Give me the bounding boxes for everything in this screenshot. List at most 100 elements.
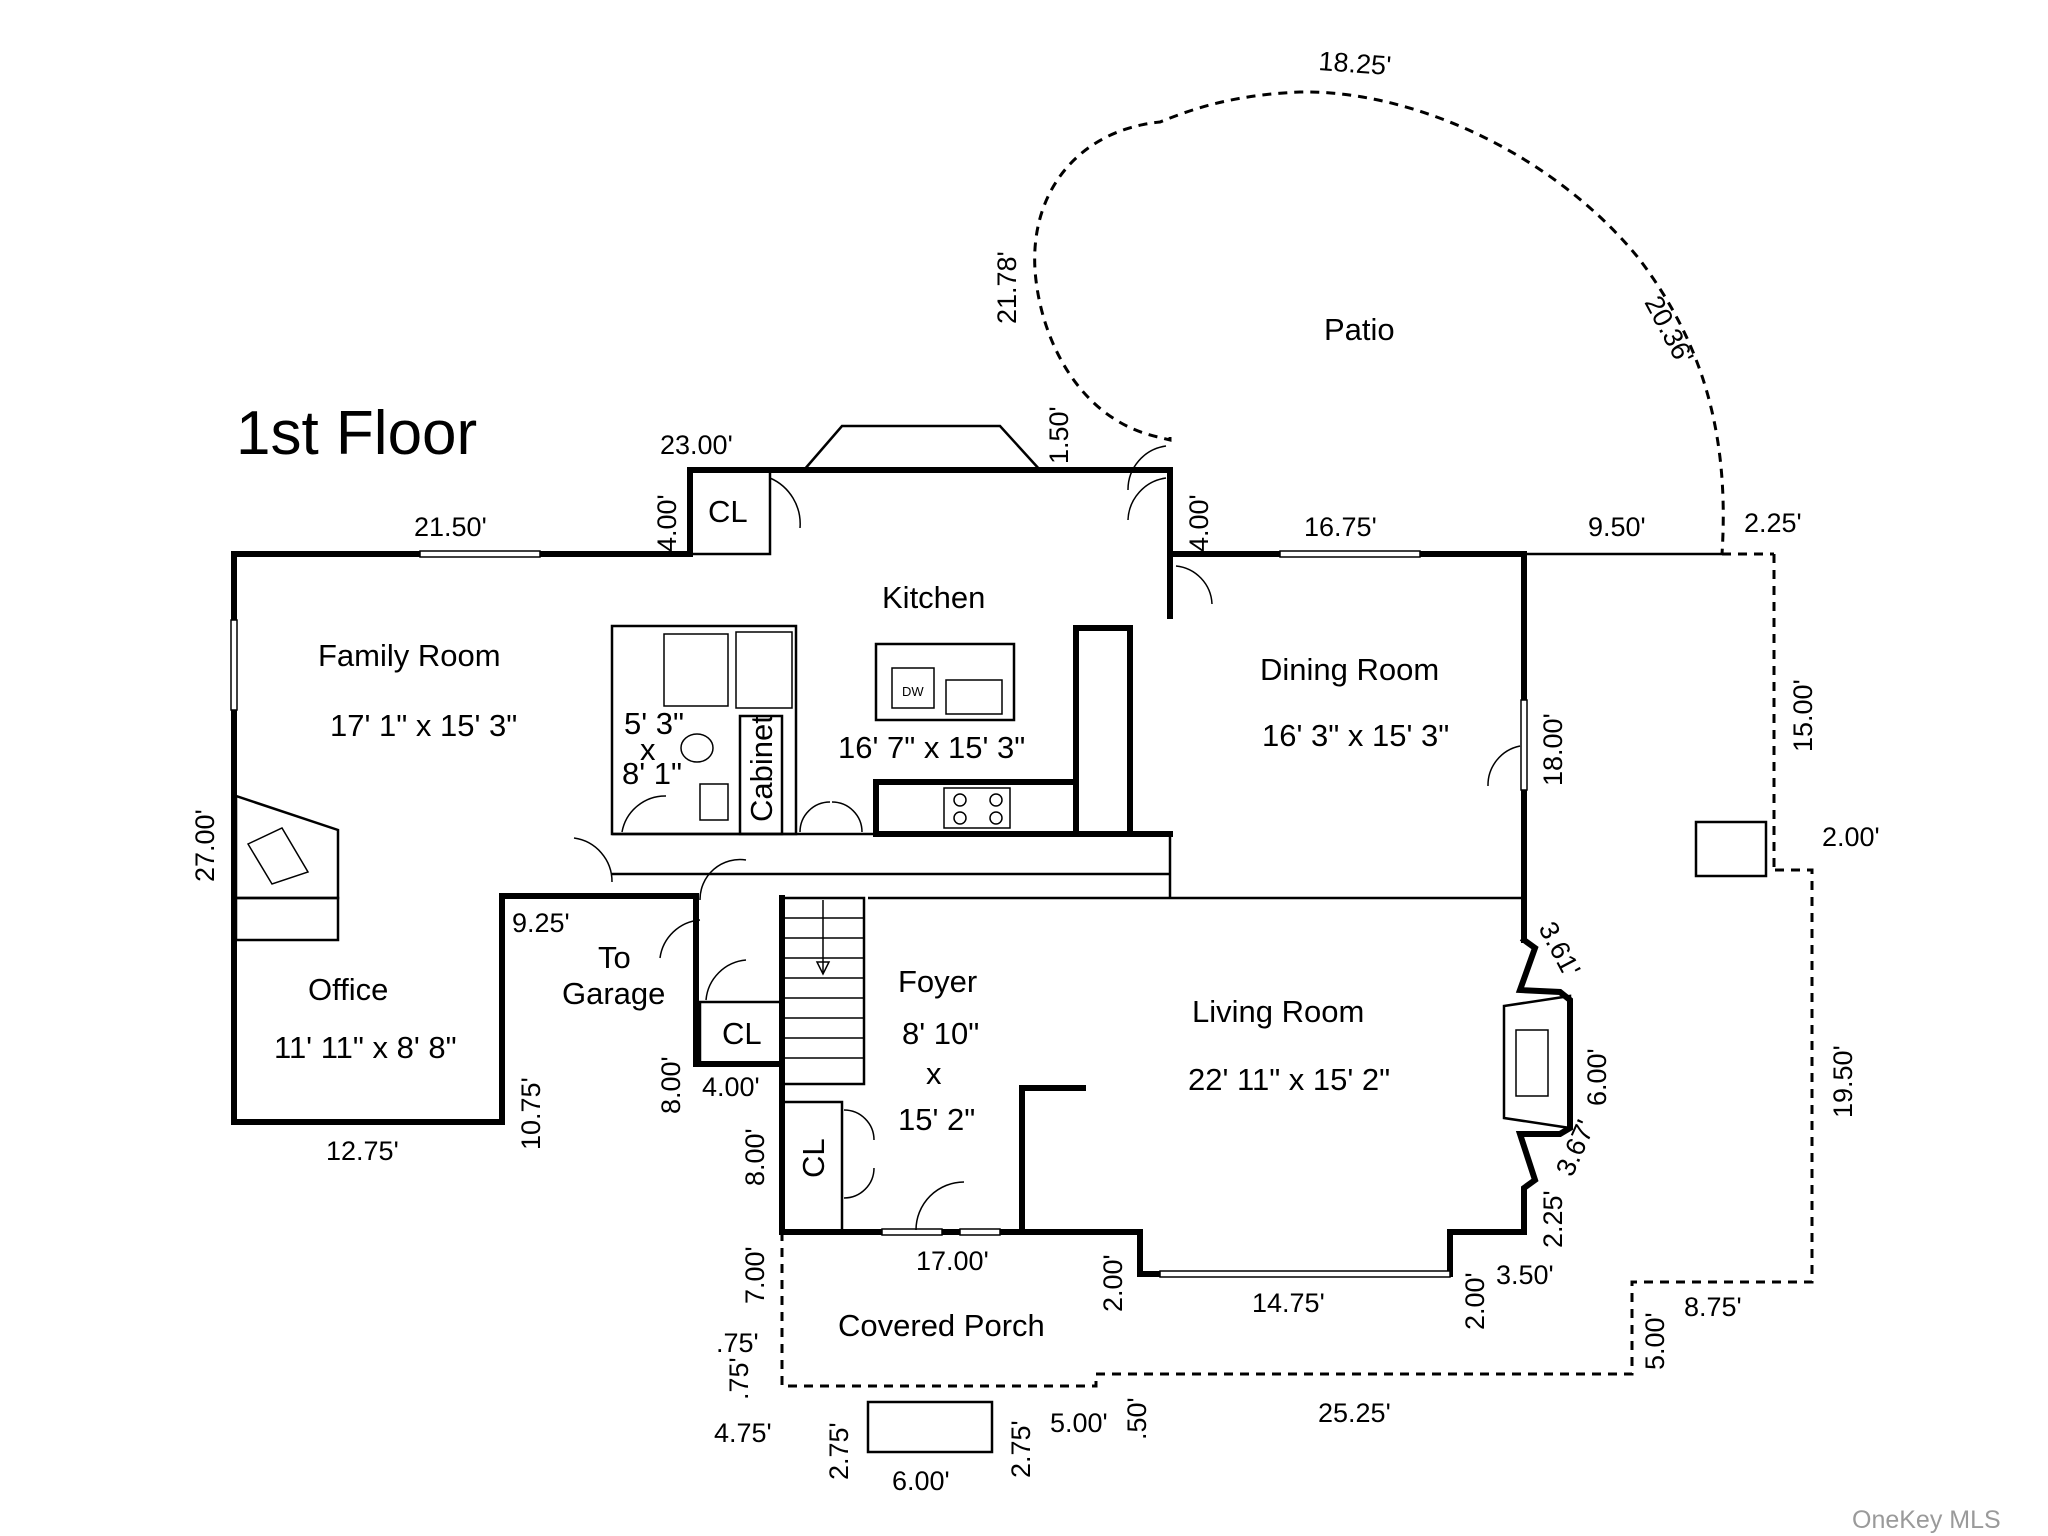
room-office: Office — [308, 972, 388, 1007]
room-foyer: Foyer — [898, 964, 977, 999]
burner — [953, 811, 967, 825]
dim-right-1950: 19.50' — [1828, 1045, 1858, 1118]
window — [419, 550, 541, 558]
wall-family-top — [231, 467, 1173, 1125]
window — [1520, 699, 1528, 791]
window — [1159, 1270, 1451, 1278]
dim-foyer-8a: 8.00' — [656, 1056, 686, 1114]
toilet — [680, 733, 714, 763]
window — [1279, 550, 1421, 558]
window — [230, 619, 238, 711]
dim-bay-6: 6.00' — [1582, 1048, 1612, 1106]
door-arc — [1127, 477, 1167, 521]
fridge — [735, 631, 793, 709]
dim-porch-050: .50' — [1122, 1397, 1152, 1440]
foyer-x: x — [926, 1056, 942, 1091]
room-dining: Dining Room — [1260, 652, 1439, 687]
island-sink — [945, 679, 1003, 715]
closet-top — [688, 468, 772, 556]
watermark: OneKey MLS — [1852, 1506, 2001, 1534]
bath-x: x — [640, 732, 656, 767]
to-label: To — [598, 940, 631, 975]
door-arc — [799, 801, 863, 833]
foyer-height: 15' 2" — [898, 1102, 975, 1137]
door-arc — [1127, 445, 1167, 491]
dw-label: DW — [902, 684, 924, 699]
dim-porch-2b: 2.00' — [1460, 1272, 1490, 1330]
room-patio: Patio — [1324, 312, 1395, 347]
dim-top-23: 23.00' — [660, 430, 733, 460]
dim-porch-075a: .75' — [716, 1328, 759, 1358]
cooktop — [943, 787, 1011, 829]
bath-width: 5' 3" — [624, 706, 684, 741]
dim-top-21: 21.50' — [414, 512, 487, 542]
wall-living-inner — [1019, 1085, 1086, 1235]
closet-mid-label: CL — [722, 1016, 762, 1051]
dim-porch-075b: .75' — [724, 1357, 754, 1400]
dim-bay-361a: 3.61' — [1533, 917, 1587, 982]
room-kitchen-size: 16' 7" x 15' 3" — [838, 730, 1025, 765]
room-dining-size: 16' 3" x 15' 3" — [1262, 718, 1449, 753]
dim-right-5: 5.00' — [1640, 1312, 1670, 1370]
dim-office-925: 9.25' — [512, 908, 570, 938]
room-living: Living Room — [1192, 994, 1364, 1029]
stair-arrow-head — [815, 961, 831, 976]
door-arc — [769, 477, 801, 529]
dim-patio-left: 21.78' — [992, 251, 1022, 324]
dim-patio-right: 20.36' — [1639, 291, 1700, 369]
dim-step-275a: 2.75' — [824, 1422, 854, 1480]
dim-patio-top: 18.25' — [1318, 46, 1393, 81]
dim-patio-step: 1.50' — [1044, 406, 1074, 464]
dim-top-1675: 16.75' — [1304, 512, 1377, 542]
closet-porch-label: CL — [796, 1138, 831, 1178]
dim-porch-17: 17.00' — [916, 1246, 989, 1276]
room-office-size: 11' 11" x 8' 8" — [274, 1030, 457, 1065]
dim-office-1275: 12.75' — [326, 1136, 399, 1166]
closet-top-label: CL — [708, 494, 748, 529]
side-step — [1694, 820, 1768, 878]
patio-outline — [1033, 90, 1725, 555]
dim-top-950: 9.50' — [1588, 512, 1646, 542]
shower — [663, 633, 729, 707]
stairs — [780, 896, 866, 1086]
wall-kitchen-island-wall — [873, 625, 1133, 837]
room-family: Family Room — [318, 638, 501, 673]
closet-porch — [780, 1100, 844, 1234]
door-arc — [573, 837, 613, 883]
bath-height: 8' 1" — [622, 756, 682, 791]
door-arc — [705, 959, 747, 1001]
room-living-size: 22' 11" x 15' 2" — [1188, 1062, 1390, 1097]
foyer-width: 8' 10" — [902, 1016, 979, 1051]
dim-cl-4b: 4.00' — [1184, 494, 1214, 552]
door-arc — [915, 1181, 965, 1231]
wall-bay — [1515, 935, 1573, 1235]
dim-right-2: 2.00' — [1822, 822, 1880, 852]
sink — [699, 783, 729, 821]
family-fireplace — [234, 794, 340, 900]
dim-step-275b: 2.75' — [1006, 1420, 1036, 1478]
door-arc — [843, 1109, 875, 1199]
page-title: 1st Floor — [236, 399, 477, 468]
door-arc — [1175, 565, 1213, 605]
burner — [989, 793, 1003, 807]
living-firebox — [1515, 1029, 1549, 1097]
door-arc — [659, 919, 701, 959]
cabinet-label: Cabinet — [744, 715, 779, 822]
dim-right-875: 8.75' — [1684, 1292, 1742, 1322]
dim-foyer-4: 4.00' — [702, 1072, 760, 1102]
burner — [953, 793, 967, 807]
dim-top-225: 2.25' — [1744, 508, 1802, 538]
room-family-size: 17' 1" x 15' 3" — [330, 708, 517, 743]
door-arc — [621, 795, 667, 833]
dim-porch-350: 3.50' — [1496, 1260, 1554, 1290]
cabinet-box — [738, 714, 784, 836]
dim-office-1075: 10.75' — [516, 1077, 546, 1150]
dim-foyer-8b: 8.00' — [740, 1128, 770, 1186]
dim-dining-18: 18.00' — [1538, 713, 1568, 786]
dim-porch-1475: 14.75' — [1252, 1288, 1325, 1318]
dim-porch-2525: 25.25' — [1318, 1398, 1391, 1428]
bath-block — [610, 624, 798, 836]
burner — [989, 811, 1003, 825]
door-arc — [1487, 745, 1521, 787]
